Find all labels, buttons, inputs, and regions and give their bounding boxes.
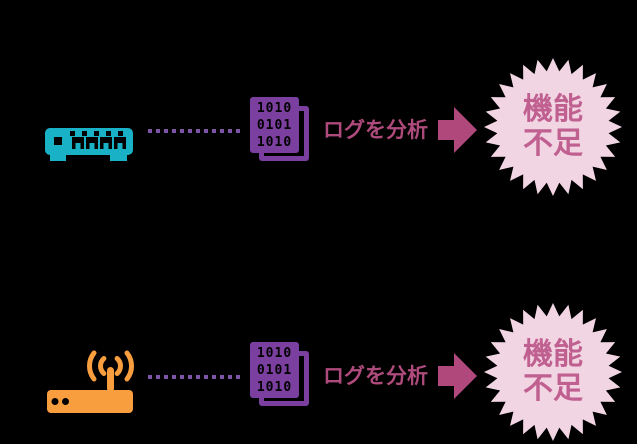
binary-line: 1010 (256, 345, 293, 361)
router-led (62, 398, 69, 405)
router-antenna (107, 367, 114, 392)
binary-line: 1010 (256, 100, 293, 116)
result-label: 機能 不足 (483, 302, 623, 442)
switch-body (45, 128, 133, 161)
result-line1: 機能 (523, 337, 583, 372)
switch-status-leds (70, 131, 123, 136)
router-body (47, 390, 133, 413)
binary-line: 0101 (256, 117, 293, 133)
action-label: ログを分析 (323, 364, 428, 388)
result-line2: 不足 (523, 371, 583, 406)
arrow-shaft (438, 120, 455, 140)
starburst-badge: 機能 不足 (483, 57, 623, 197)
arrow-shaft (438, 366, 455, 386)
arrow-head (454, 107, 477, 153)
starburst-shape (484, 58, 622, 196)
network-switch-icon (45, 128, 133, 161)
starburst-badge: 機能 不足 (483, 302, 623, 442)
flow-arrow-icon (438, 353, 477, 399)
log-sheet-front: 1010 0101 1010 (250, 97, 299, 153)
wifi-waves (87, 350, 134, 382)
switch-foot-right (110, 155, 127, 161)
log-sheet-front: 1010 0101 1010 (250, 342, 299, 398)
switch-foot-left (50, 155, 66, 161)
result-line2: 不足 (523, 126, 583, 161)
action-label: ログを分析 (323, 118, 428, 142)
dotted-line-connector (148, 375, 240, 379)
arrow-head (454, 353, 477, 399)
result-line1: 機能 (523, 92, 583, 127)
binary-line: 0101 (256, 362, 293, 378)
switch-power-led (54, 137, 62, 145)
binary-log-document-icon: 1010 0101 1010 (250, 342, 312, 408)
binary-line: 1010 (256, 379, 293, 395)
starburst-shape (484, 303, 622, 441)
switch-ethernet-ports (72, 137, 126, 149)
result-label: 機能 不足 (483, 57, 623, 197)
flow-arrow-icon (438, 107, 477, 153)
dotted-line-connector (148, 129, 240, 133)
binary-log-document-icon: 1010 0101 1010 (250, 97, 312, 163)
binary-line: 1010 (256, 134, 293, 150)
wifi-router-icon (47, 350, 134, 413)
router-led (51, 398, 59, 405)
